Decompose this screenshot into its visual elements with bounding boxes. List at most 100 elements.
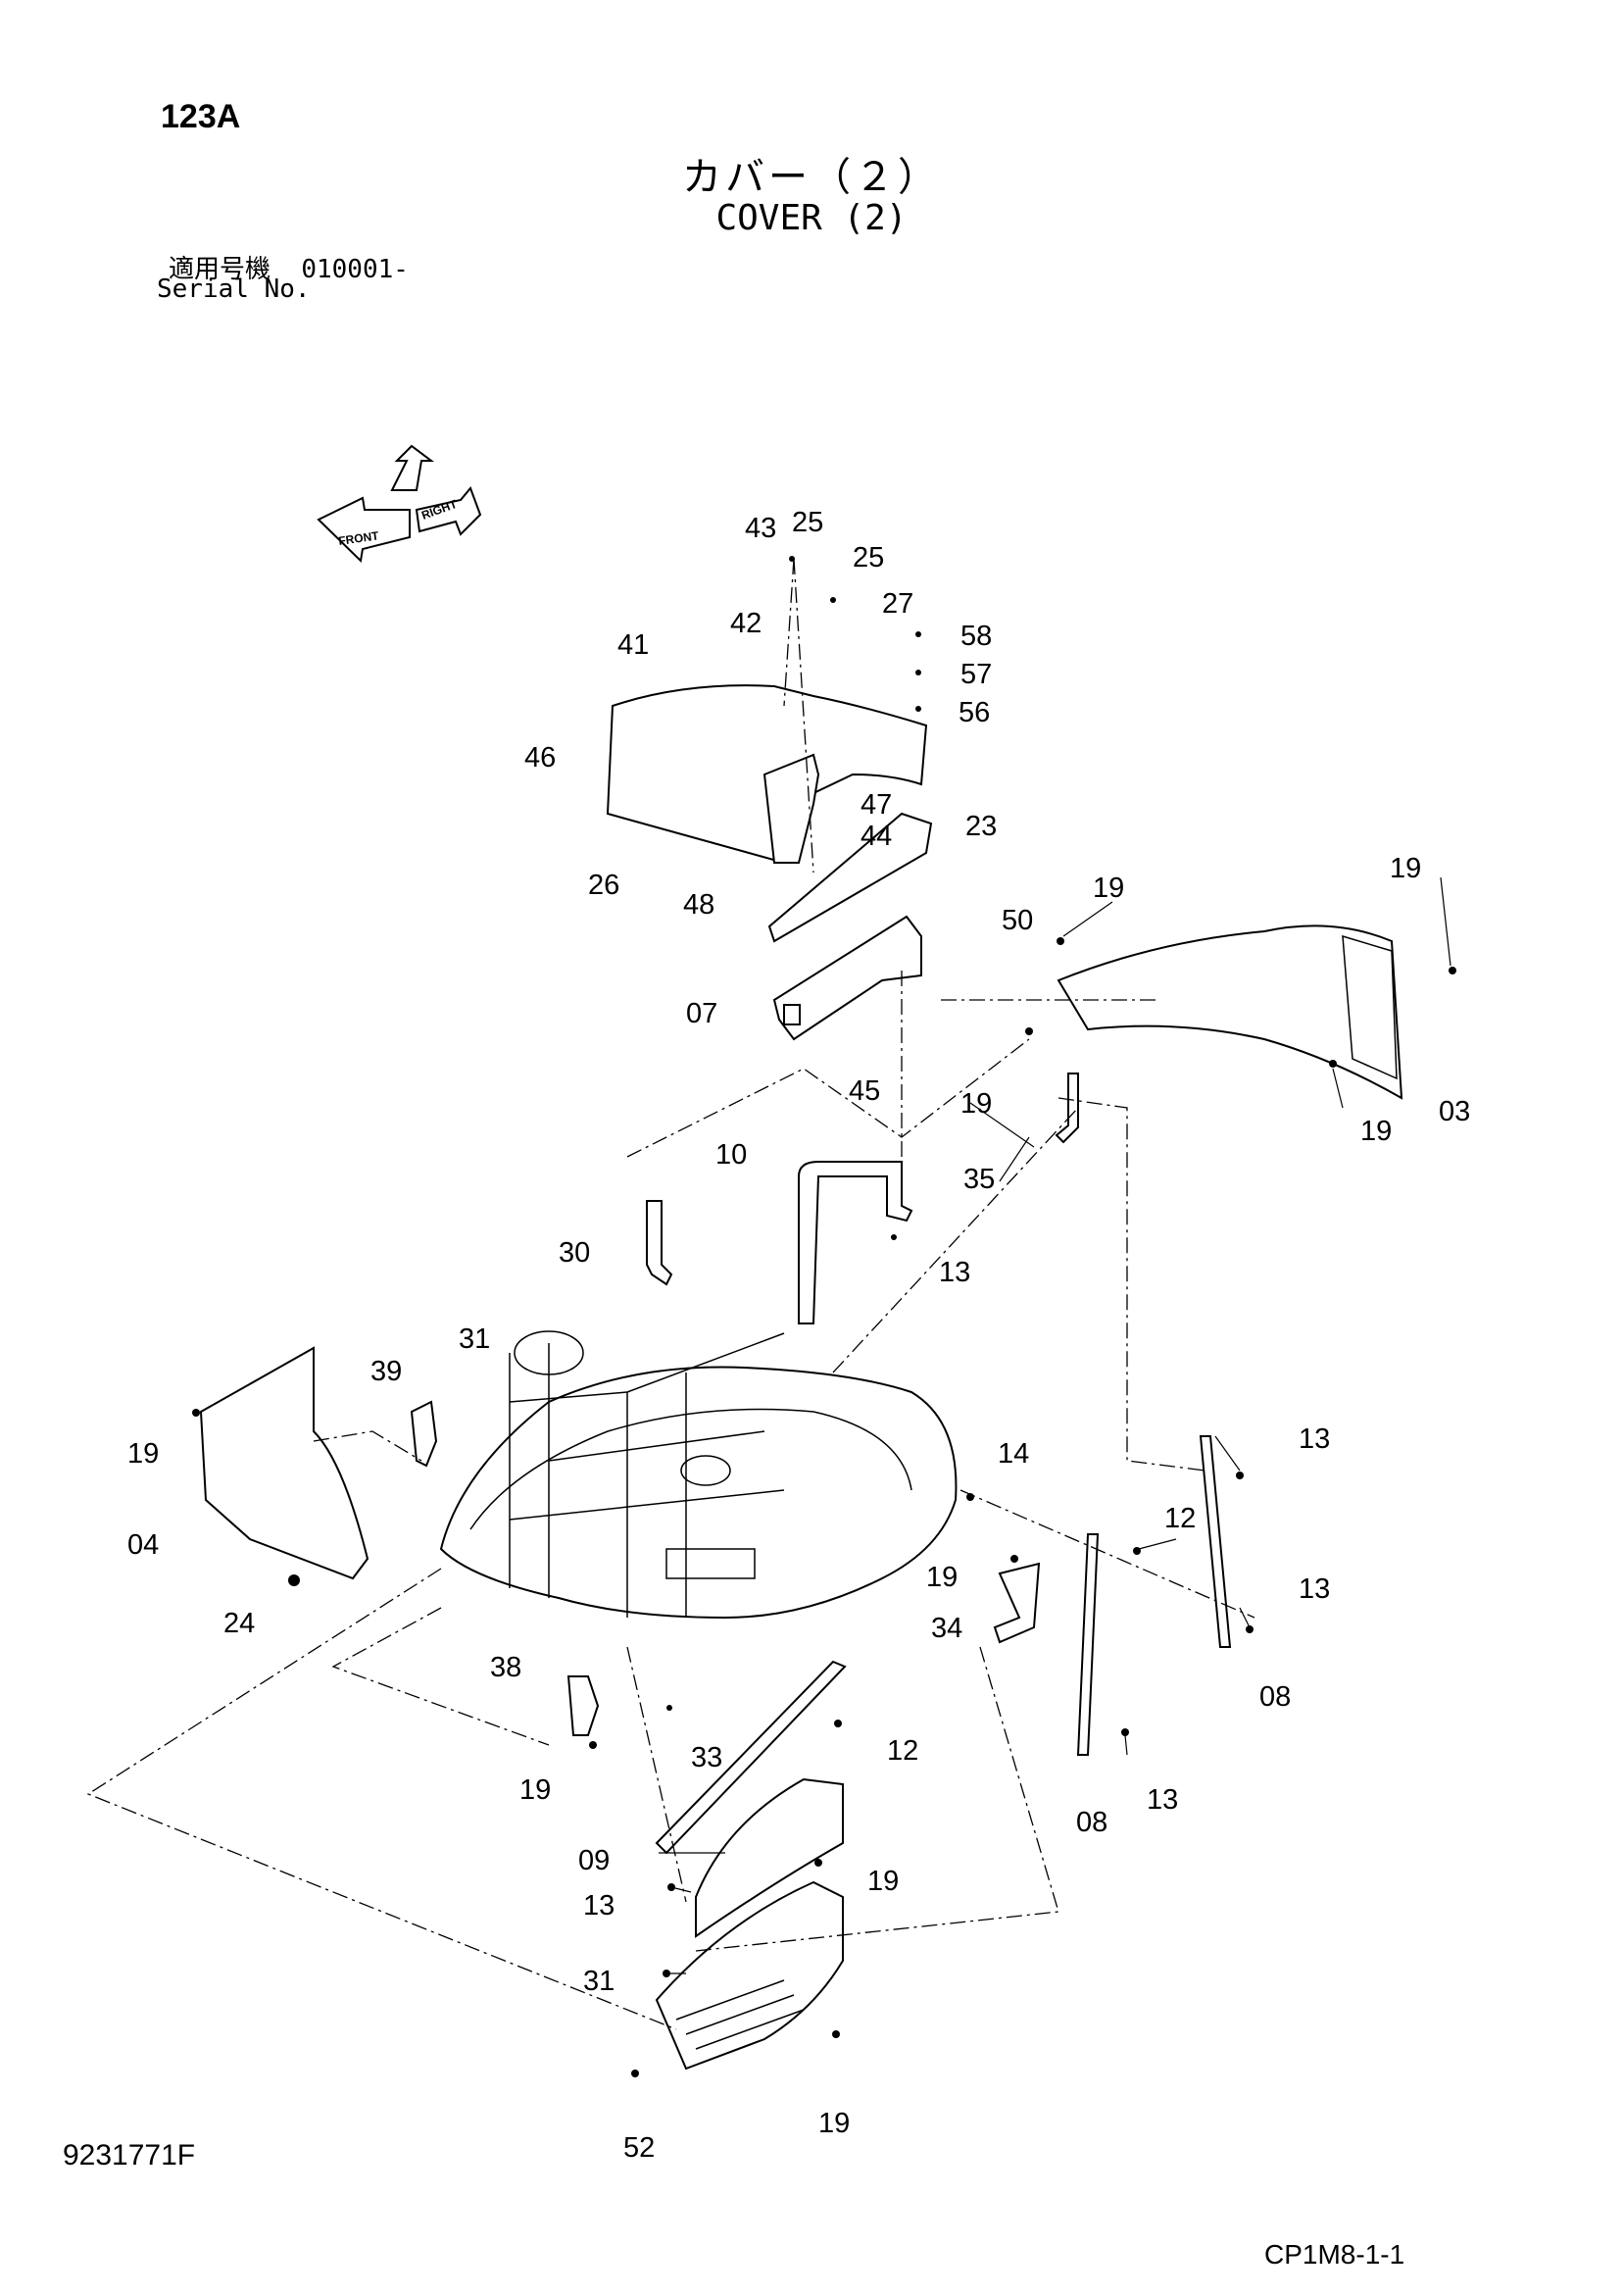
fastener-dots xyxy=(192,556,1456,2077)
title-japanese: カバー（２） xyxy=(682,155,941,200)
callout-57: 57 xyxy=(960,659,992,690)
callout-19: 19 xyxy=(960,1088,992,1120)
part-41-upper-cover xyxy=(606,684,928,865)
callout-56: 56 xyxy=(959,697,990,728)
callout-48: 48 xyxy=(683,889,714,921)
upper-frame xyxy=(439,1330,958,1620)
callout-13: 13 xyxy=(1299,1423,1330,1455)
orientation-arrow-icon: FRONT RIGHT xyxy=(317,444,482,564)
callout-19: 19 xyxy=(1390,853,1421,884)
part-04-left-cover xyxy=(199,1346,369,1580)
callout-13: 13 xyxy=(1147,1784,1178,1816)
callout-47: 47 xyxy=(861,789,892,821)
callout-31: 31 xyxy=(459,1323,490,1355)
callout-35: 35 xyxy=(963,1164,995,1195)
callout-34: 34 xyxy=(931,1613,962,1644)
callout-19: 19 xyxy=(127,1438,159,1470)
callout-27: 27 xyxy=(882,588,913,620)
part-09-rail xyxy=(655,1660,847,1855)
callout-58: 58 xyxy=(960,621,992,652)
fastener-dot xyxy=(814,1859,822,1867)
part-03-rear-cover xyxy=(1057,924,1403,1100)
assembly-line-4 xyxy=(832,1107,1079,1373)
part-07-bracket xyxy=(772,915,922,1041)
callout-39: 39 xyxy=(370,1356,402,1387)
fastener-dot xyxy=(192,1409,200,1417)
fastener-dot xyxy=(789,556,795,562)
callout-41: 41 xyxy=(617,629,649,661)
callout-46: 46 xyxy=(524,742,556,774)
callout-38: 38 xyxy=(490,1652,521,1683)
fastener-dot xyxy=(288,1574,300,1586)
assembly-line-7 xyxy=(331,1607,550,1746)
callout-13: 13 xyxy=(583,1890,615,1922)
assembly-line-2 xyxy=(626,1038,1030,1158)
callout-03: 03 xyxy=(1439,1096,1470,1127)
assembly-line-5 xyxy=(313,1430,422,1462)
assembly-line-8 xyxy=(626,1646,1059,1952)
fastener-dot xyxy=(915,631,921,637)
callout-19: 19 xyxy=(519,1774,551,1806)
part-30-bracket xyxy=(646,1200,673,1286)
callout-25: 25 xyxy=(853,542,884,574)
callout-19: 19 xyxy=(926,1562,958,1593)
fastener-dot xyxy=(1025,1027,1033,1035)
callout-19: 19 xyxy=(818,2108,850,2139)
part-35-bracket xyxy=(1055,1073,1079,1144)
fastener-dot xyxy=(834,1720,842,1727)
callout-25: 25 xyxy=(792,507,823,538)
fastener-dot xyxy=(832,2030,840,2038)
fastener-dot xyxy=(589,1741,597,1749)
callout-08: 08 xyxy=(1076,1807,1107,1838)
callout-12: 12 xyxy=(1164,1503,1196,1534)
fastener-dot xyxy=(1246,1625,1254,1633)
callout-52: 52 xyxy=(623,2132,655,2164)
callout-43: 43 xyxy=(745,513,776,544)
callout-26: 26 xyxy=(588,870,619,901)
callout-23: 23 xyxy=(965,811,997,842)
callout-19: 19 xyxy=(1360,1116,1392,1147)
callout-44: 44 xyxy=(861,821,892,852)
part-52-step-cover xyxy=(655,1880,844,2071)
callout-14: 14 xyxy=(998,1438,1029,1470)
fastener-dot xyxy=(966,1493,974,1501)
fastener-dot xyxy=(891,1234,897,1240)
part-34-bracket xyxy=(993,1562,1041,1644)
callout-31: 31 xyxy=(583,1966,615,1997)
fastener-dot xyxy=(1449,967,1456,974)
fastener-dot xyxy=(830,597,836,603)
callout-30: 30 xyxy=(559,1237,590,1269)
part-39-bracket xyxy=(410,1400,438,1468)
part-31-lower-panel xyxy=(695,1777,844,1938)
page-code: 123A xyxy=(161,98,241,135)
callout-09: 09 xyxy=(578,1845,610,1876)
callout-leaders xyxy=(659,876,1451,1974)
callout-04: 04 xyxy=(127,1529,159,1561)
callout-24: 24 xyxy=(223,1608,255,1639)
fastener-dot xyxy=(631,2070,639,2077)
callout-19: 19 xyxy=(1093,873,1124,904)
fastener-dot xyxy=(1057,937,1064,945)
callout-50: 50 xyxy=(1002,905,1033,936)
fastener-dot xyxy=(1010,1555,1018,1563)
callout-42: 42 xyxy=(730,608,762,639)
callout-13: 13 xyxy=(1299,1573,1330,1605)
callout-07: 07 xyxy=(686,998,717,1029)
fastener-dot xyxy=(915,706,921,712)
part-38-bracket xyxy=(566,1675,600,1736)
serial-label-jp-text: 適用号機 xyxy=(169,255,271,284)
assembly-line-1 xyxy=(783,558,903,1157)
fastener-dot xyxy=(1121,1728,1129,1736)
callout-19: 19 xyxy=(867,1866,899,1897)
assembly-line-6 xyxy=(86,1568,677,2030)
assembly-line-3 xyxy=(1057,1097,1206,1472)
callout-12: 12 xyxy=(887,1735,918,1767)
fastener-dot xyxy=(915,670,921,675)
callout-33: 33 xyxy=(691,1742,722,1773)
orientation-label-front: FRONT xyxy=(337,528,380,548)
callout-08: 08 xyxy=(1259,1681,1291,1713)
callout-13: 13 xyxy=(939,1257,970,1288)
part-08-strips xyxy=(1076,1435,1232,1756)
serial-number-value: 010001- xyxy=(301,255,409,284)
